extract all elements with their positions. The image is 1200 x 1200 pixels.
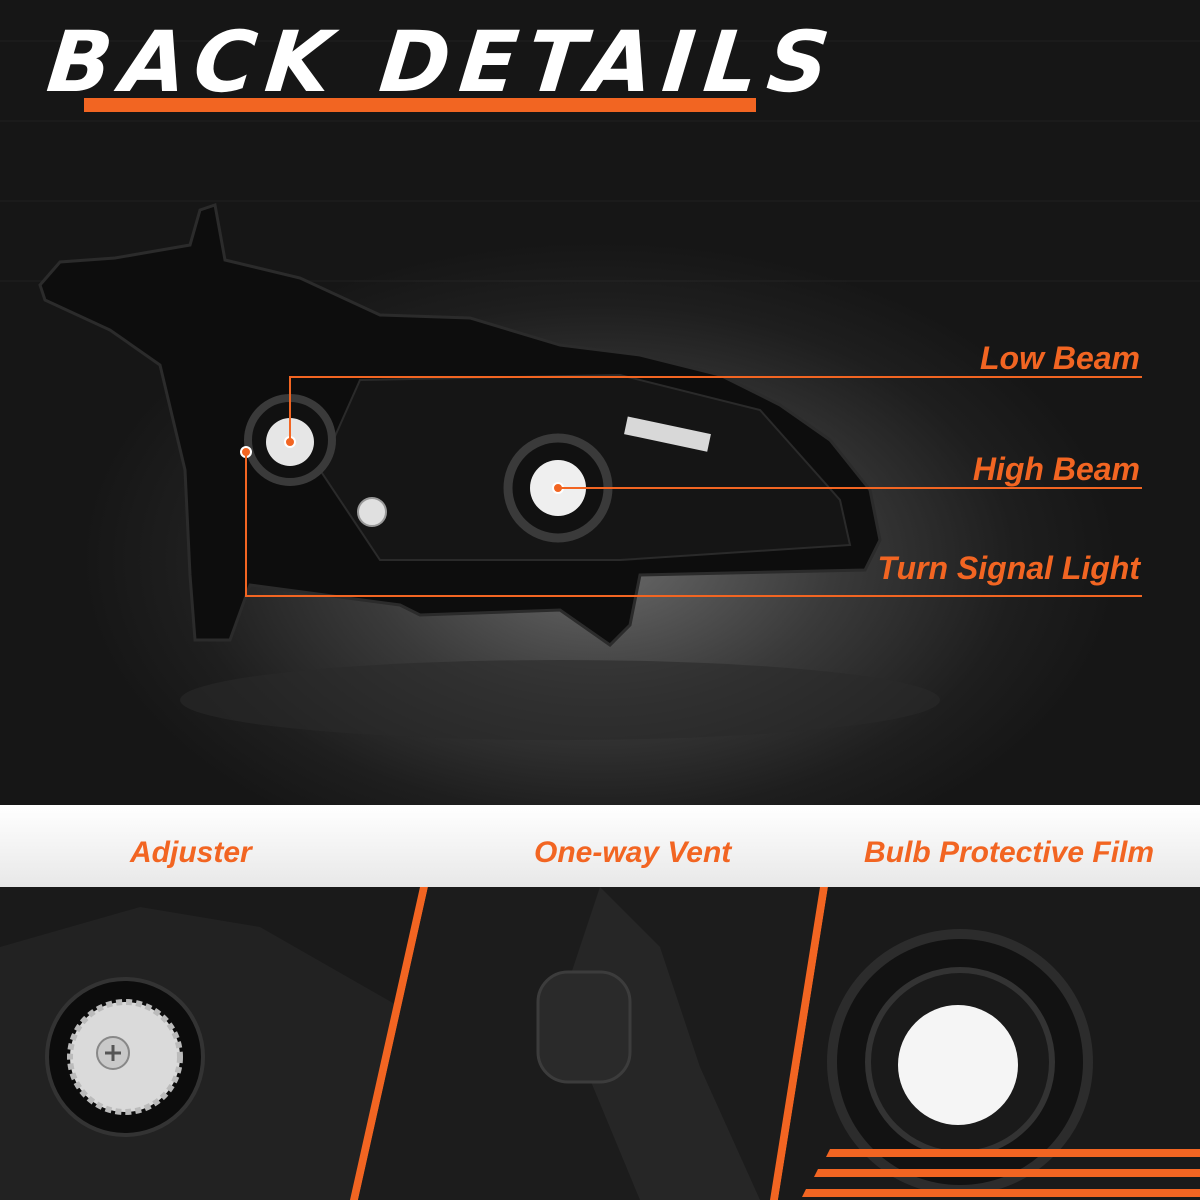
headlight-housing-image — [38, 203, 1142, 647]
vent-label: One-way Vent — [534, 836, 732, 869]
adjuster-label: Adjuster — [130, 836, 252, 869]
adjuster-detail-image — [0, 887, 420, 1200]
detail-label-strip — [0, 805, 1200, 887]
low-beam-label: Low Beam — [979, 340, 1140, 376]
film-label: Bulb Protective Film — [864, 836, 1155, 869]
hero-section: BACK DETAILS Low Beam High Beam Turn Sig… — [0, 0, 1200, 805]
high-beam-label: High Beam — [972, 451, 1140, 487]
turn-signal-label: Turn Signal Light — [877, 550, 1141, 586]
page-title: BACK DETAILS — [42, 13, 844, 111]
detail-panels — [0, 887, 1200, 1200]
decorative-stripes — [802, 1149, 1200, 1197]
title-block: BACK DETAILS — [43, 12, 844, 112]
title-underline — [84, 98, 756, 112]
vent-detail-image — [358, 887, 820, 1200]
